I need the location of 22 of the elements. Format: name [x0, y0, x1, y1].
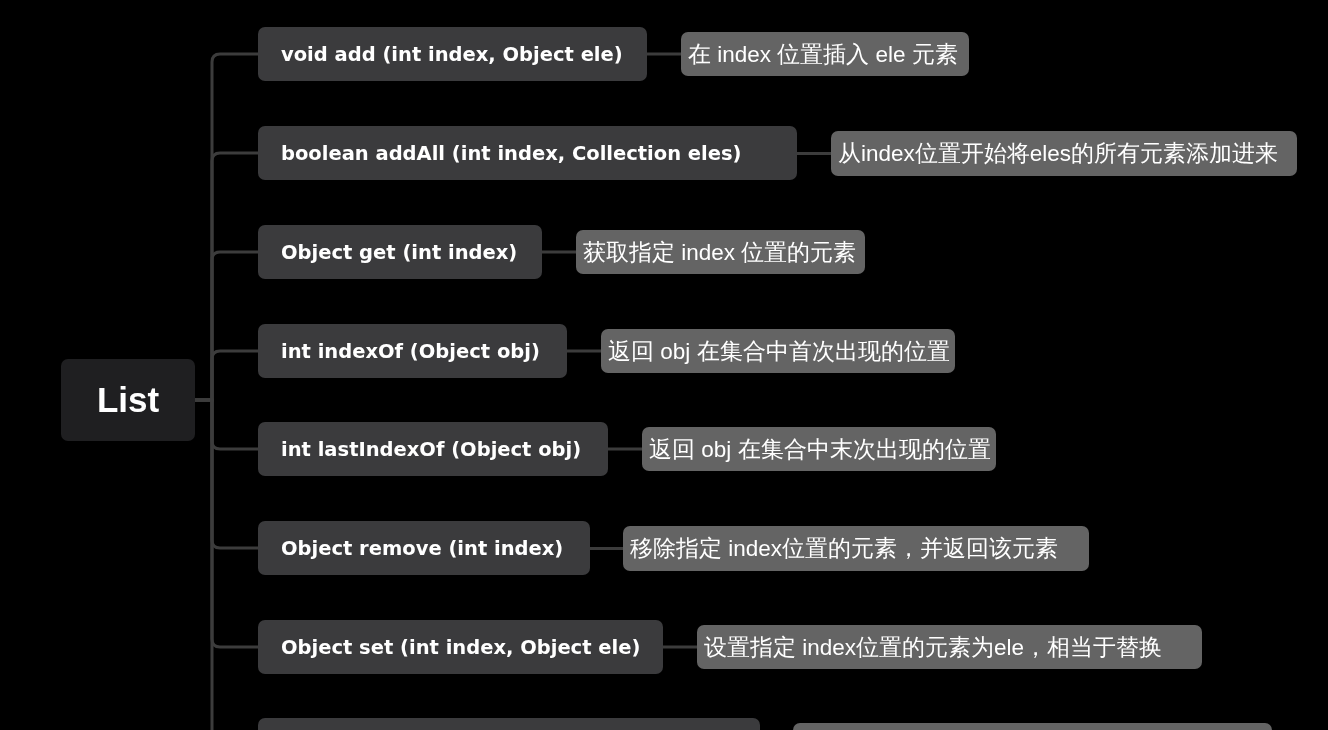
description-box: 移除指定 index位置的元素，并返回该元素 — [623, 526, 1089, 571]
method-box: boolean addAll (int index, Collection eles) — [258, 126, 797, 180]
description-box: 设置指定 index位置的元素为ele，相当于替换 — [697, 625, 1202, 669]
method-box: Object get (int index) — [258, 225, 542, 279]
method-box: Object remove (int index) — [258, 521, 590, 575]
topic-box: List — [61, 359, 195, 441]
connector-line — [542, 250, 576, 254]
connector-line — [567, 349, 601, 353]
description-box: 获取指定 index 位置的元素 — [576, 230, 865, 274]
description-box: 返回 obj 在集合中末次出现的位置 — [642, 427, 996, 471]
connector-line — [647, 52, 681, 56]
description-box: 从index位置开始将eles的所有元素添加进来 — [831, 131, 1297, 176]
connector-line — [663, 645, 697, 649]
connector-line — [797, 152, 831, 155]
method-box: int indexOf (Object obj) — [258, 324, 567, 378]
connector-line — [590, 547, 623, 550]
description-box: 返回 obj 在集合中首次出现的位置 — [601, 329, 955, 373]
method-box: int lastIndexOf (Object obj) — [258, 422, 608, 476]
method-box: void add (int index, Object ele) — [258, 27, 647, 81]
connector-line — [608, 447, 642, 451]
description-box: 在 index 位置插入 ele 元素 — [681, 32, 969, 76]
method-box: Object set (int index, Object ele) — [258, 620, 663, 674]
